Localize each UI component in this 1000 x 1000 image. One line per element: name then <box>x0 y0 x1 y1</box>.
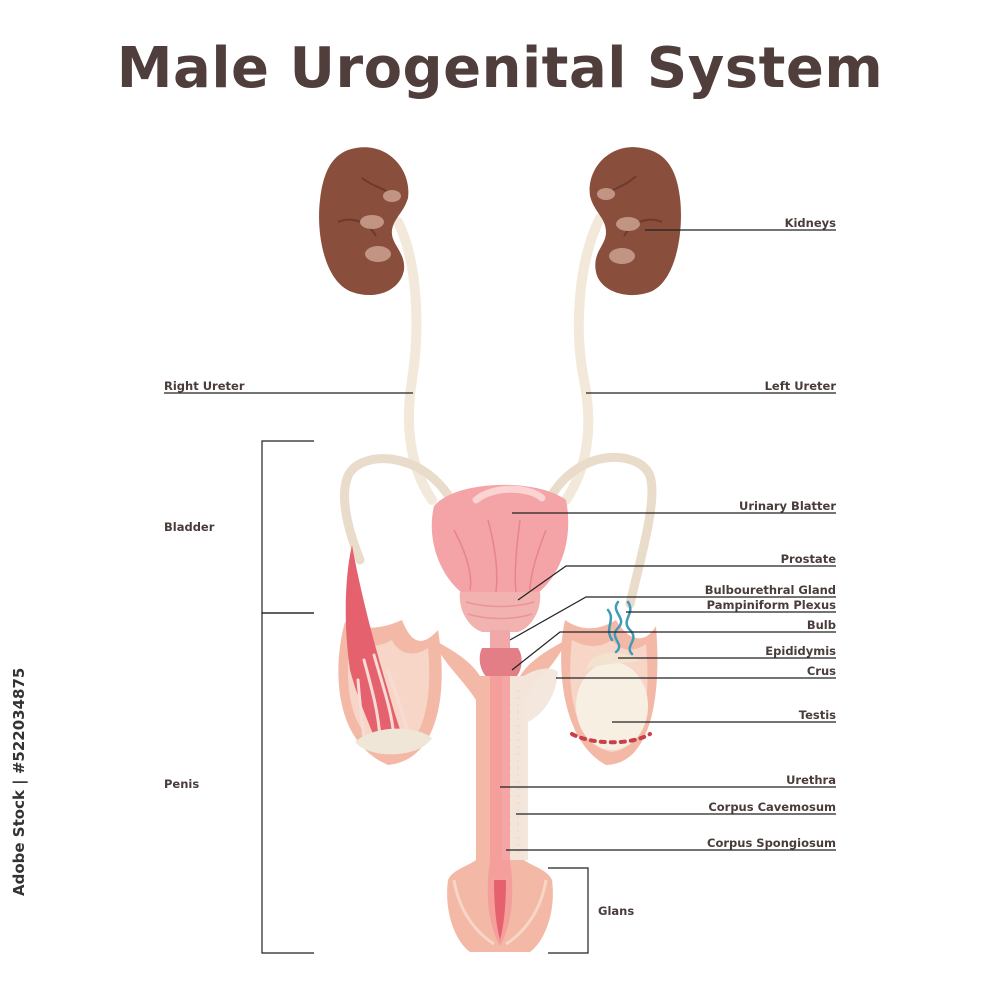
glans-bracket <box>548 867 589 954</box>
penis-shape <box>434 640 566 952</box>
stock-id-text: Adobe Stock | #522034875 <box>10 667 28 896</box>
label-bulb: Bulb <box>806 618 836 632</box>
pampiniform-plexus-shape <box>606 600 635 656</box>
label-glans: Glans <box>598 904 635 918</box>
page-title: Male Urogenital System <box>116 36 884 101</box>
left-vas-deferens <box>545 452 657 609</box>
leader-prostate <box>517 565 836 601</box>
label-urethra: Urethra <box>786 773 836 787</box>
leader-bulb <box>511 631 836 671</box>
label-bulbourethral-gland: Bulbourethral Gland <box>704 583 836 597</box>
left-kidney <box>589 147 681 296</box>
label-bladder: Bladder <box>164 520 215 534</box>
label-prostate: Prostate <box>780 552 836 566</box>
bladder-bracket <box>261 440 314 614</box>
leader-lines <box>164 229 836 954</box>
label-testis: Testis <box>798 708 836 722</box>
label-penis: Penis <box>164 777 200 791</box>
label-pampiniform-plexus: Pampiniform Plexus <box>706 598 836 612</box>
label-crus: Crus <box>806 664 836 678</box>
label-kidneys: Kidneys <box>784 216 836 230</box>
label-corpus-spongiosum: Corpus Spongiosum <box>707 836 836 850</box>
label-right-ureter: Right Ureter <box>164 379 245 393</box>
epididymis-shape <box>586 652 640 670</box>
left-scrotum <box>561 600 658 765</box>
prostate-shape <box>459 592 541 632</box>
bulb-shape <box>479 648 522 682</box>
label-urinary-blatter: Urinary Blatter <box>738 499 836 513</box>
leader-bulbourethral <box>509 596 836 641</box>
stock-watermark-id: Adobe Stock | #522034875 <box>4 668 32 900</box>
right-scrotum <box>338 545 442 765</box>
testis-shape <box>576 662 648 750</box>
label-corpus-cavemosum: Corpus Cavemosum <box>708 800 836 814</box>
label-epididymis: Epididymis <box>765 644 836 658</box>
label-left-ureter: Left Ureter <box>764 379 836 393</box>
right-kidney <box>319 147 409 296</box>
right-vas-deferens <box>340 454 455 565</box>
penis-bracket <box>261 612 314 954</box>
